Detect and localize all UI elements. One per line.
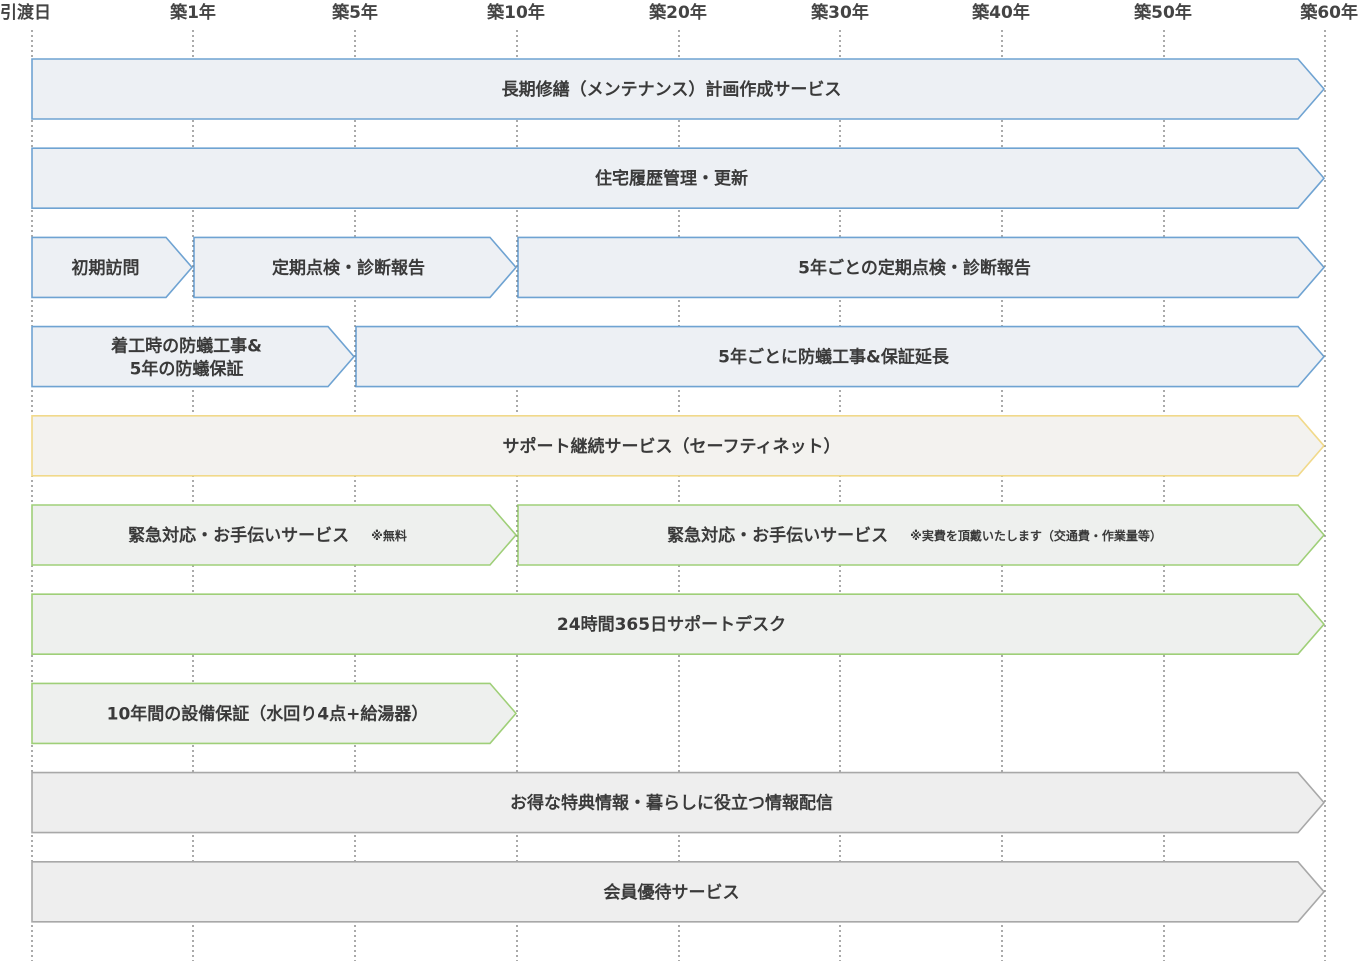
service-bar: 緊急対応・お手伝いサービス ※実費を頂戴いたします（交通費・作業量等） bbox=[517, 504, 1326, 566]
service-bar-arrow bbox=[31, 861, 1326, 923]
service-bar-arrow bbox=[355, 325, 1326, 388]
service-bar-arrow bbox=[193, 236, 518, 299]
service-bar-label: 24時間365日サポートデスク bbox=[557, 614, 786, 635]
service-bar: 10年間の設備保証（水回り4点+給湯器） bbox=[31, 682, 518, 745]
service-bar: 住宅履歴管理・更新 bbox=[31, 147, 1326, 209]
service-bar-label: 5年ごとの定期点検・診断報告 bbox=[798, 257, 1031, 278]
service-bar: 長期修繕（メンテナンス）計画作成サービス bbox=[31, 58, 1326, 120]
milestone-label: 築1年 bbox=[169, 2, 216, 23]
service-bar-label: 会員優待サービス bbox=[604, 882, 740, 903]
milestone-label: 引渡日 bbox=[0, 2, 51, 23]
service-bar: 緊急対応・お手伝いサービス ※無料 bbox=[31, 504, 518, 566]
milestone-label: 築20年 bbox=[648, 2, 707, 23]
milestone-label: 築30年 bbox=[810, 2, 869, 23]
service-bar-arrow bbox=[31, 771, 1326, 834]
service-bar-label: 5年ごとに防蟻工事&保証延長 bbox=[718, 347, 950, 368]
service-bar-label-line2: 5年の防蟻保証 bbox=[130, 359, 244, 380]
service-bar-label: お得な特典情報・暮らしに役立つ情報配信 bbox=[510, 793, 833, 814]
service-bar: 定期点検・診断報告 bbox=[193, 236, 518, 299]
service-bar-arrow bbox=[517, 236, 1326, 299]
service-bar: サポート継続サービス（セーフティネット） bbox=[31, 415, 1326, 477]
service-bar: 24時間365日サポートデスク bbox=[31, 593, 1326, 655]
service-bar-arrow bbox=[31, 236, 194, 299]
service-bar-label: 緊急対応・お手伝いサービス bbox=[667, 525, 888, 546]
service-bar-label: 住宅履歴管理・更新 bbox=[595, 168, 748, 189]
service-bar-label: 緊急対応・お手伝いサービス bbox=[128, 525, 349, 546]
service-bar: 初期訪問 bbox=[31, 236, 194, 299]
service-bar: 5年ごとに防蟻工事&保証延長 bbox=[355, 325, 1326, 388]
service-bar-label: 初期訪問 bbox=[72, 257, 140, 278]
service-bar-note: ※無料 bbox=[371, 528, 407, 543]
service-bar-label: 定期点検・診断報告 bbox=[272, 257, 425, 278]
milestone-label: 築5年 bbox=[331, 2, 378, 23]
service-bar-note: ※実費を頂戴いたします（交通費・作業量等） bbox=[910, 528, 1162, 543]
service-bar-label: 着工時の防蟻工事& bbox=[110, 336, 262, 357]
milestone-label: 築60年 bbox=[1299, 2, 1358, 23]
service-bar-arrow bbox=[31, 147, 1326, 209]
service-bar-arrow bbox=[31, 682, 518, 745]
service-bar-arrow bbox=[31, 415, 1326, 477]
service-bar-label: サポート継続サービス（セーフティネット） bbox=[503, 436, 841, 457]
service-bar-arrow bbox=[517, 504, 1326, 566]
service-bar-arrow bbox=[31, 325, 356, 388]
service-bar-arrow bbox=[31, 504, 518, 566]
service-bar: お得な特典情報・暮らしに役立つ情報配信 bbox=[31, 771, 1326, 834]
service-bar: 5年ごとの定期点検・診断報告 bbox=[517, 236, 1326, 299]
milestone-header: 引渡日 築1年 築5年 築10年 築20年 築30年 築40年 築50年 築60年 bbox=[0, 2, 1358, 23]
milestone-label: 築10年 bbox=[486, 2, 545, 23]
service-bar: 着工時の防蟻工事&5年の防蟻保証 bbox=[31, 325, 356, 388]
service-bar-arrow bbox=[31, 58, 1326, 120]
service-bar-label: 長期修繕（メンテナンス）計画作成サービス bbox=[502, 79, 842, 100]
milestone-label: 築50年 bbox=[1133, 2, 1192, 23]
service-bar: 会員優待サービス bbox=[31, 861, 1326, 923]
service-bar-arrow bbox=[31, 593, 1326, 655]
service-bar-label: 10年間の設備保証（水回り4点+給湯器） bbox=[107, 703, 429, 724]
milestone-label: 築40年 bbox=[971, 2, 1030, 23]
